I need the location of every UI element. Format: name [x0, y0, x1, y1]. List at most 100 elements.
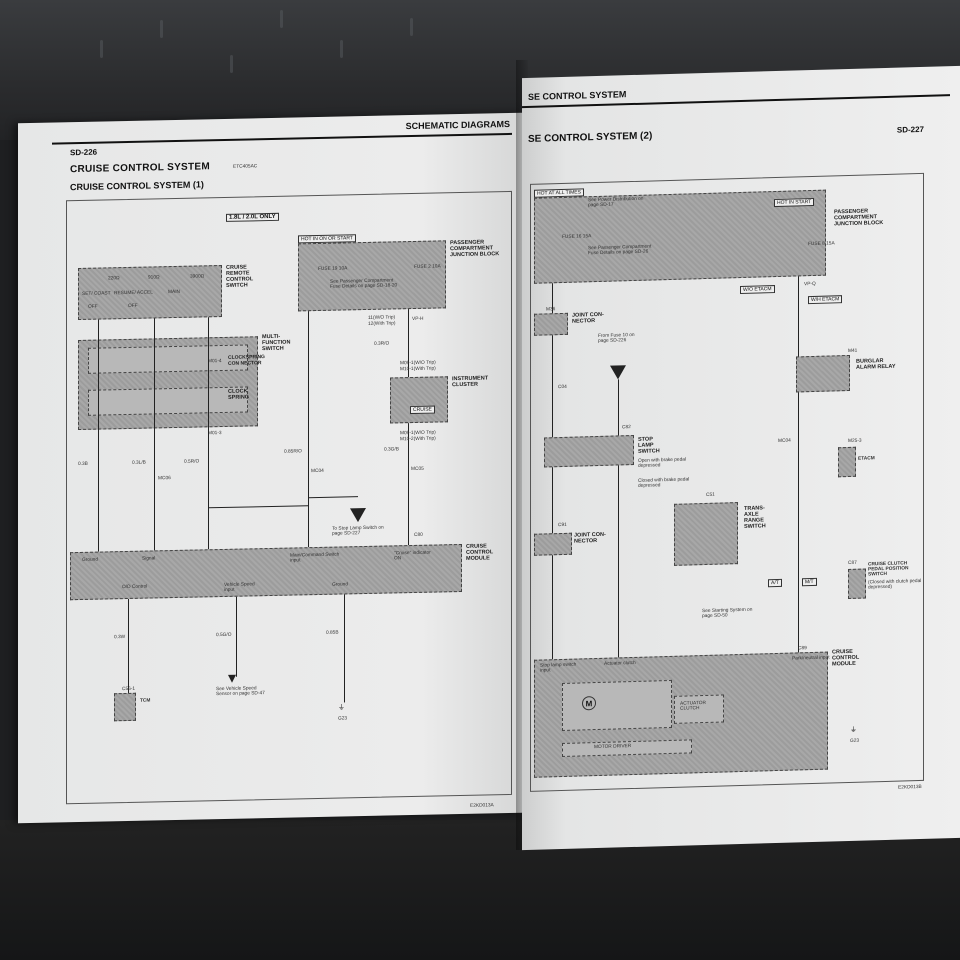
stop-lamp-label: STOP LAMP SWITCH [638, 436, 660, 455]
transaxle-label: TRANS- AXLE RANGE SWITCH [744, 505, 766, 530]
vph-label: VP-H [412, 316, 424, 323]
c56-label: C56-1 [122, 686, 136, 693]
fuse-16: FUSE 16 15A [562, 234, 592, 240]
m09-1-label: M09-1(W/O Trip) [400, 360, 436, 367]
m09-2-label: M09-1(W/O Trip) [400, 430, 436, 437]
etacm-label: ETACM [858, 456, 875, 462]
ground-icon: ⏚ [338, 704, 345, 712]
wire-od [128, 598, 129, 693]
right-ground-icon: ⏚ [850, 726, 857, 734]
c82-label: C82 [622, 425, 631, 431]
right-junction-label: PASSENGER COMPARTMENT JUNCTION BLOCK [834, 208, 884, 228]
wire-label-03ro: 0.3R/O [374, 341, 390, 347]
m41-label: M41 [848, 348, 858, 355]
from-fuse-ref: From Fuse 10 on page SD-226 [598, 332, 635, 344]
trip-label-2: 12(With Trip) [368, 321, 396, 327]
joint-connector-label-2: JOINT CON- NECTOR [574, 531, 606, 545]
stop-lamp-ref-triangle [350, 507, 366, 523]
right-wire-stop [618, 379, 619, 694]
background-shadow [0, 820, 960, 960]
junction-block-label: PASSENGER COMPARTMENT JUNCTION BLOCK [450, 239, 500, 259]
from-fuse-triangle [610, 365, 626, 380]
module-pin-main: Main/Command Switch input [290, 552, 340, 564]
bottom-wire-03w: 0.3W [114, 635, 126, 641]
clutch-switch-label: CRUISE CLUTCH PEDAL POSITION SWITCH [868, 561, 909, 578]
m01-4-label: M01-4 [208, 359, 222, 365]
tcm-label: TCM [140, 698, 151, 704]
wire-1 [98, 319, 99, 552]
module-pin-od: O/D Control [122, 584, 148, 591]
joint-connector-2 [534, 532, 572, 556]
joint-connector-label-1: JOINT CON- NECTOR [572, 311, 604, 325]
wire-gnd [344, 594, 345, 703]
module-pin-ground: Ground [82, 557, 98, 563]
mc04-right-label: MC04 [778, 438, 791, 444]
fuse-19: FUSE 19 10A [318, 266, 348, 272]
stop-lamp-ref: To Stop Lamp Switch on page SD-227 [332, 525, 384, 537]
mc05-label: MC05 [411, 466, 424, 473]
instrument-cluster-label: INSTRUMENT CLUSTER [452, 375, 489, 389]
wire-vss [236, 596, 237, 677]
engine-note: 1.8L / 2.0L ONLY [226, 212, 279, 222]
figure-code: E2KD013A [470, 803, 494, 809]
at-label: A/T [768, 578, 782, 588]
page-number: SD-226 [70, 147, 98, 158]
module-pin-ground-2: Ground [332, 582, 348, 588]
running-header: SE CONTROL SYSTEM [528, 89, 627, 102]
c87-label: C87 [848, 560, 857, 567]
module-pin-cruise: "Cruise" indicator ON [394, 550, 431, 562]
mc06-label: MC06 [158, 476, 171, 482]
switch-main: MAIN [168, 289, 180, 296]
tcm-block [114, 692, 136, 722]
header-rule [52, 132, 512, 145]
hot-start-label: HOT IN START [774, 197, 815, 208]
m01-3-label: M01-3 [208, 431, 222, 437]
g23-label: G23 [338, 716, 348, 722]
right-fuse-details: See Passenger Compartment Fuse Details o… [588, 244, 652, 257]
m36-label: M36 [546, 307, 556, 313]
right-wire-main [552, 283, 553, 696]
starting-ref: See Starting System on page SD-50 [702, 607, 753, 620]
wire-label-03lb: 0.3L/B [132, 460, 146, 466]
motor-block [562, 679, 672, 731]
right-page: SE CONTROL SYSTEM SE CONTROL SYSTEM (2) … [522, 65, 960, 851]
right-figure-code: E2KD013B [898, 784, 922, 791]
section-header: SCHEMATIC DIAGRAMS [405, 118, 510, 132]
switch-resume: RESUME/ ACCEL [114, 290, 153, 297]
module-pin-vss: Vehicle Speed input [224, 582, 255, 593]
actuator-clutch-label: ACTUATOR CLUTCH [680, 700, 706, 712]
etacm-block [838, 446, 856, 478]
burglar-relay-block [796, 354, 850, 393]
left-page: SCHEMATIC DIAGRAMS SD-226 CRUISE CONTROL… [18, 112, 522, 824]
bottom-wire-05go: 0.5G/O [216, 632, 232, 639]
right-g23-label: G23 [850, 738, 860, 744]
m10-1-label: M10-1(With Trip) [400, 366, 436, 373]
wire-label-05ro: 0.5R/O [184, 459, 200, 465]
fuse-8: FUSE 8 15A [808, 241, 835, 248]
vpq-label: VP-Q [804, 281, 816, 288]
c89-label: C89 [798, 646, 807, 652]
instrument-cluster-block [390, 376, 448, 424]
w-etacm-label: W/H ETACM [808, 295, 843, 305]
transaxle-switch-block [674, 502, 738, 566]
wo-etacm-label: W/O ETACM [740, 285, 775, 295]
clutch-switch-block [848, 568, 866, 600]
switch-off-1: OFF [88, 304, 98, 310]
motor-driver-label: MOTOR DRIVER [594, 744, 632, 751]
junction-block [298, 240, 446, 312]
bottom-wire-085b: 0.85B [326, 630, 339, 636]
c91-label: C91 [558, 522, 567, 529]
burglar-relay-label: BURGLAR ALARM RELAY [856, 358, 896, 371]
joint-connector-1 [534, 312, 568, 336]
clockspring-conn-label: CLOCKSPRING CON NECTOR [228, 354, 265, 367]
clock-spring-block [88, 386, 248, 416]
fuse-2: FUSE 2 10A [414, 264, 441, 270]
resistor-3: 3900Ω [190, 274, 205, 280]
cruise-module-label: CRUISE CONTROL MODULE [466, 543, 494, 562]
c04-label: C04 [558, 384, 567, 391]
vss-ref: See Vehicle Speed Sensor on page SD-47 [216, 686, 265, 698]
wire-label-085ro: 0.85R/O [284, 449, 302, 455]
module-pin-stop: Stop lamp switch input [540, 662, 577, 674]
c80-label: C80 [414, 532, 423, 538]
page-title: CRUISE CONTROL SYSTEM [70, 161, 211, 176]
